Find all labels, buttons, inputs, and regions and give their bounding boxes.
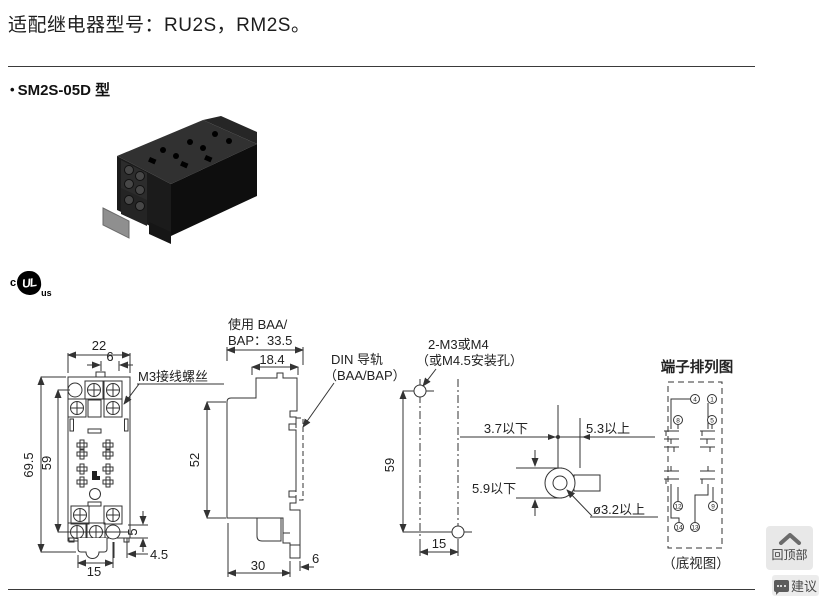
terminal-5: 5 [710, 418, 714, 425]
drawings-svg: 22 6 M3接线螺丝 69.5 59 5 4.5 15 [21, 317, 734, 579]
dim-3-7: 3.7以下 [484, 421, 528, 436]
dim-59: 59 [39, 456, 54, 470]
speech-bubble-icon [773, 579, 789, 595]
terminal-circles [673, 394, 718, 532]
dim-5-3: 5.3以上 [586, 421, 630, 436]
dim-4-5: 4.5 [150, 547, 168, 562]
terminal-1: 1 [710, 397, 714, 404]
dim-5: 5 [125, 528, 140, 535]
dim-59-holes: 59 [382, 458, 397, 472]
back-to-top-button[interactable]: 回顶部 [766, 526, 813, 570]
feedback-button[interactable]: 建议 [772, 575, 819, 596]
back-to-top-label: 回顶部 [771, 548, 808, 562]
dim-15-holes: 15 [432, 536, 446, 551]
crimp-terminal-drawing: 3.7以下 5.3以上 5.9以下 ø3.2以上 [460, 405, 658, 518]
dim-18-4: 18.4 [259, 352, 284, 367]
din-rail-label-line2: （BAA/BAP） [324, 368, 406, 383]
front-view-drawing: 22 6 M3接线螺丝 69.5 59 5 4.5 15 [21, 338, 224, 579]
terminal-14: 14 [675, 525, 683, 532]
relay-socket-photo [102, 116, 257, 244]
product-photo [45, 104, 260, 262]
rail-note-line2: BAP：33.5 [228, 333, 292, 348]
terminal-wiring [664, 398, 715, 522]
feedback-label: 建议 [790, 579, 817, 594]
terminal-diagram-caption: （底视图） [662, 556, 730, 571]
terminal-9: 9 [711, 504, 715, 511]
mounting-label-line1: 2-M3或M4 [428, 337, 489, 352]
terminal-arrangement-diagram: 4 1 8 5 12 9 14 13 端子排列图 （底视图） [661, 358, 734, 571]
mounting-label-line2: （或M4.5安装孔） [416, 353, 523, 368]
rail-note-line1: 使用 BAA/ [228, 317, 288, 332]
terminal-diagram-title: 端子排列图 [661, 358, 734, 376]
ul-logo-icon: UL [15, 269, 43, 297]
section-title: SM2S-05D 型 [17, 82, 111, 99]
dim-30: 30 [251, 558, 265, 573]
din-rail-label-line1: DIN 导轨 [331, 352, 383, 367]
bottom-divider [8, 589, 755, 590]
screw [84, 380, 123, 400]
dim-claw-6: 6 [312, 551, 319, 566]
terminal-13: 13 [691, 525, 699, 532]
compatible-relay-note: 适配继电器型号：RU2S，RM2S。 [8, 15, 311, 36]
socket-body [102, 116, 257, 244]
dim-22: 22 [92, 338, 106, 353]
m3-screw-label: M3接线螺丝 [138, 369, 208, 384]
dim-52: 52 [187, 453, 202, 467]
top-divider [8, 66, 755, 67]
mounting-holes-drawing: 2-M3或M4 （或M4.5安装孔） 59 15 [382, 337, 523, 556]
cul-c-label: c [10, 277, 17, 289]
cul-certification-mark: c UL us [10, 266, 80, 300]
mounting-holes-dimensions [399, 368, 459, 556]
contact-holes [76, 439, 114, 488]
terminal-8: 8 [676, 418, 680, 425]
dim-6: 6 [106, 349, 113, 364]
screw [67, 398, 123, 418]
bullet-icon: • [10, 82, 15, 97]
side-view-drawing: 使用 BAA/ BAP：33.5 18.4 DIN 导轨 （BAA/BAP） 5… [187, 317, 406, 577]
chevron-up-icon [778, 533, 801, 545]
section-heading: • SM2S-05D 型 [10, 79, 110, 100]
front-view-dimensions [37, 351, 224, 568]
dim-15: 15 [87, 564, 101, 579]
terminal-4: 4 [693, 397, 697, 404]
dimension-drawings: 22 6 M3接线螺丝 69.5 59 5 4.5 15 [0, 305, 760, 598]
side-view-dimensions [203, 346, 335, 577]
dim-5-9: 5.9以下 [472, 481, 516, 496]
dim-3-2: ø3.2以上 [593, 502, 645, 517]
cul-us-label: us [41, 288, 52, 298]
terminal-12: 12 [674, 504, 682, 511]
dim-69-5: 69.5 [21, 452, 36, 477]
